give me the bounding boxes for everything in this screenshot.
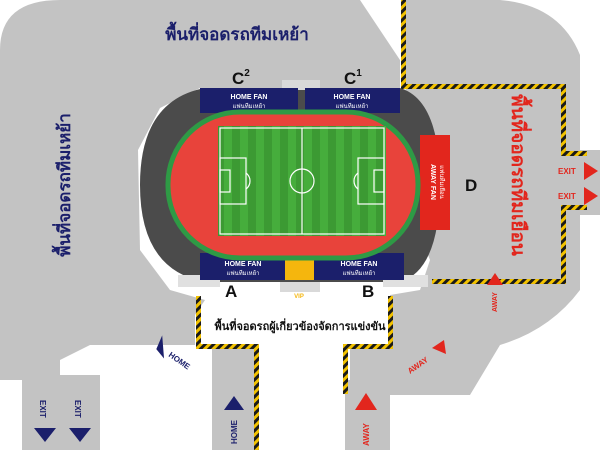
- triangle-right-icon: [584, 187, 598, 205]
- gate-top: [282, 80, 320, 90]
- zone-b-label: B: [362, 282, 374, 301]
- away-label-road: AWAY: [362, 423, 371, 446]
- away-label-vertical: AWAY: [492, 292, 499, 312]
- parking-labels: พื้นที่จอดรถทีมเหย้า พื้นที่จอดรถทีมเหย้…: [51, 21, 533, 334]
- triangle-icon: [432, 340, 446, 354]
- stand-c2: [200, 88, 298, 113]
- exit-road-left: [22, 375, 100, 450]
- triangle-icon: [487, 273, 503, 285]
- stand-c2-sub: แฟนทีมเหย้า: [232, 102, 265, 110]
- away-road: [345, 380, 390, 450]
- triangle-down-icon: [34, 428, 56, 442]
- triangle-right-icon: [584, 162, 598, 180]
- triangle-down-icon: [69, 428, 91, 442]
- away-parking-label: พื้นที่จอดรถทีมเยือน: [507, 94, 533, 256]
- stand-b-sub: แฟนทีมเหย้า: [342, 269, 375, 277]
- official-parking-label: พื้นที่จอดรถผู้เกี่ยวข้องจัดการแข่งขัน: [214, 318, 386, 334]
- pitch-markings: [219, 127, 385, 235]
- triangle-icon: [355, 393, 377, 410]
- stand-a-sub: แฟนทีมเหย้า: [226, 269, 259, 277]
- stand-c2-title: HOME FAN: [231, 94, 268, 101]
- zone-a-label: A: [225, 282, 237, 301]
- stand-b-title: HOME FAN: [341, 261, 378, 268]
- stand-d-title: AWAY FAN: [429, 164, 436, 200]
- zone-d-label: D: [465, 176, 477, 195]
- exit-label-right-1: EXIT: [558, 167, 576, 176]
- stand-d-away: [420, 135, 450, 230]
- stadium: [140, 80, 450, 292]
- stand-c1-sub: แฟนทีมเหย้า: [335, 102, 368, 110]
- exit-label-left-1: EXIT: [38, 400, 47, 418]
- exit-label-left-2: EXIT: [73, 400, 82, 418]
- triangle-icon: [224, 396, 244, 410]
- home-label-diagonal: HOME: [167, 350, 192, 372]
- vip-label: VIP: [294, 294, 304, 300]
- home-parking-left-label: พื้นที่จอดรถทีมเหย้า: [51, 113, 75, 257]
- zone-labels: C2 C1 A B D: [225, 68, 477, 301]
- stand-labels: HOME FAN แฟนทีมเหย้า HOME FAN แฟนทีมเหย้…: [225, 94, 446, 300]
- stand-d-sub: แฟนทีมเยือน: [438, 165, 446, 198]
- zone-c1-label: C1: [344, 68, 362, 88]
- stand-a-title: HOME FAN: [225, 261, 262, 268]
- home-label-road: HOME: [230, 419, 239, 444]
- home-parking-top-label: พื้นที่จอดรถทีมเหย้า: [165, 21, 309, 45]
- stand-c1: [305, 88, 400, 113]
- zone-c2-label: C2: [232, 68, 250, 88]
- triangle-icon: [156, 335, 165, 359]
- gate-bottom: [280, 282, 320, 292]
- stand-c1-title: HOME FAN: [334, 94, 371, 101]
- exit-label-right-2: EXIT: [558, 192, 576, 201]
- exit-arrows: EXIT EXIT EXIT EXIT: [34, 162, 598, 442]
- home-parking-area: [0, 0, 400, 380]
